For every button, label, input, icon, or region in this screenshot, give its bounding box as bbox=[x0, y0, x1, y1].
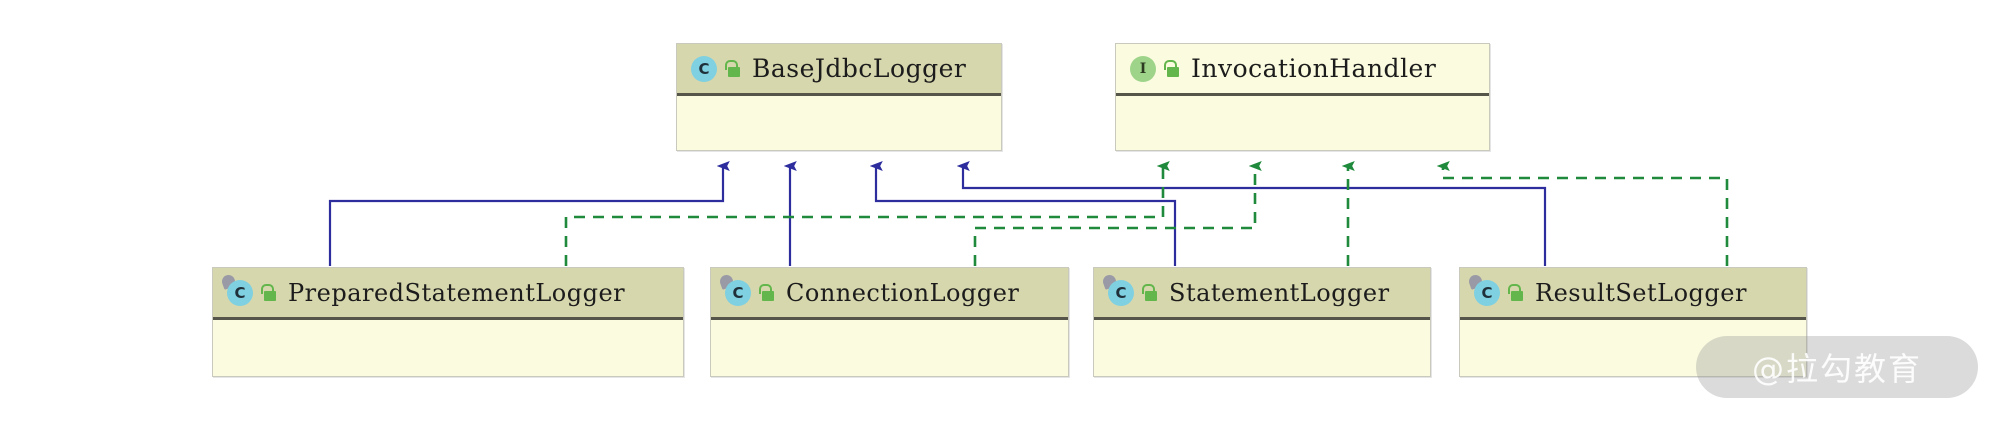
class-node-prepared-statement-logger[interactable]: C PreparedStatementLogger bbox=[212, 267, 684, 377]
node-header: C StatementLogger bbox=[1094, 268, 1430, 320]
node-header: C PreparedStatementLogger bbox=[213, 268, 683, 320]
unlocked-padlock-icon bbox=[260, 284, 276, 301]
edge-resultset-implements-handler bbox=[1436, 161, 1729, 266]
node-members-compartment bbox=[213, 320, 683, 373]
node-members-compartment bbox=[677, 96, 1001, 147]
inheritance-edges bbox=[328, 161, 1547, 266]
class-name-label: ConnectionLogger bbox=[786, 278, 1020, 307]
node-members-compartment bbox=[1116, 96, 1489, 147]
class-name-label: ResultSetLogger bbox=[1535, 278, 1747, 307]
class-name-label: PreparedStatementLogger bbox=[288, 278, 626, 307]
unlocked-padlock-icon bbox=[1163, 60, 1179, 77]
unlocked-padlock-icon bbox=[758, 284, 774, 301]
class-node-result-set-logger[interactable]: C ResultSetLogger bbox=[1459, 267, 1807, 377]
class-node-connection-logger[interactable]: C ConnectionLogger bbox=[710, 267, 1069, 377]
edge-prepared-extends-base bbox=[328, 161, 730, 266]
interface-name-label: InvocationHandler bbox=[1191, 54, 1437, 83]
edge-prepared-implements-handler bbox=[564, 161, 1170, 266]
interface-badge-icon: I bbox=[1130, 55, 1156, 82]
class-node-statement-logger[interactable]: C StatementLogger bbox=[1093, 267, 1431, 377]
node-members-compartment bbox=[1460, 320, 1806, 373]
class-name-label: BaseJdbcLogger bbox=[752, 54, 967, 83]
unlocked-padlock-icon bbox=[724, 60, 740, 77]
inner-class-badge-icon: C bbox=[718, 272, 755, 306]
edge-resultset-extends-base bbox=[956, 161, 1547, 266]
inner-class-badge-icon: C bbox=[220, 272, 257, 306]
edge-connection-implements-handler bbox=[973, 161, 1262, 266]
node-header: C ResultSetLogger bbox=[1460, 268, 1806, 320]
unlocked-padlock-icon bbox=[1141, 284, 1157, 301]
class-node-base-jdbc-logger[interactable]: C BaseJdbcLogger bbox=[676, 43, 1002, 151]
inner-class-badge-icon: C bbox=[1467, 272, 1504, 306]
node-header: C BaseJdbcLogger bbox=[677, 44, 1001, 96]
node-members-compartment bbox=[1094, 320, 1430, 373]
watermark-text: @拉勾教育 bbox=[1751, 350, 1922, 388]
node-members-compartment bbox=[711, 320, 1068, 373]
class-badge-icon: C bbox=[687, 55, 721, 82]
inner-class-badge-icon: C bbox=[1101, 272, 1138, 306]
edge-statement-extends-base bbox=[869, 161, 1177, 266]
class-name-label: StatementLogger bbox=[1169, 278, 1390, 307]
unlocked-padlock-icon bbox=[1507, 284, 1523, 301]
node-header: I InvocationHandler bbox=[1116, 44, 1489, 96]
realization-edges bbox=[564, 161, 1729, 266]
watermark-badge: @拉勾教育 bbox=[1696, 336, 1978, 398]
node-header: C ConnectionLogger bbox=[711, 268, 1068, 320]
interface-node-invocation-handler[interactable]: I InvocationHandler bbox=[1115, 43, 1490, 151]
